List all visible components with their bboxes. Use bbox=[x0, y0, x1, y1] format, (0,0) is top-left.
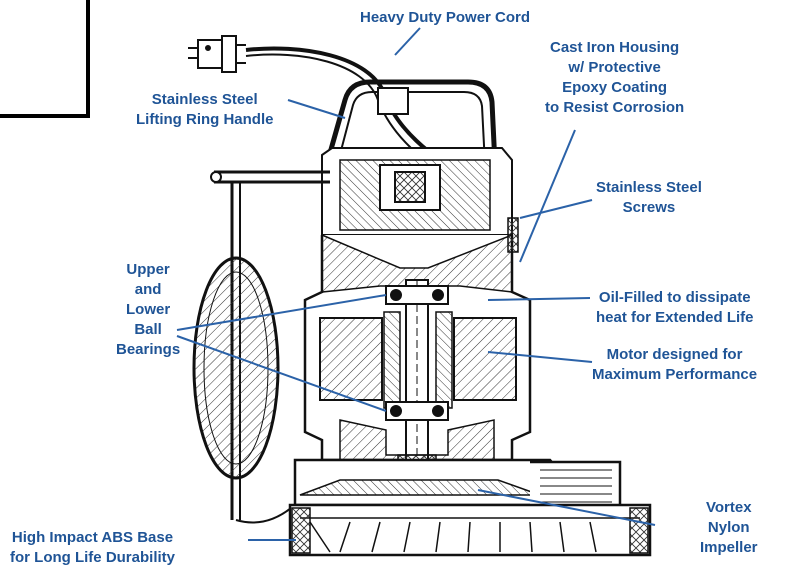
label-bearings: Upper and Lower Ball Bearings bbox=[116, 261, 181, 358]
label-power-cord: Heavy Duty Power Cord bbox=[360, 9, 531, 26]
housing-screw bbox=[507, 217, 519, 253]
label-handle: Stainless Steel Lifting Ring Handle bbox=[136, 91, 274, 128]
lifting-ring-handle bbox=[325, 79, 498, 166]
leader-impeller bbox=[477, 489, 656, 526]
motor-stator-left bbox=[319, 317, 383, 401]
leader-screws bbox=[519, 199, 593, 219]
leader-bearing-lower bbox=[176, 335, 387, 412]
leader-motor bbox=[487, 351, 593, 363]
label-motor: Motor designed for Maximum Performance bbox=[592, 346, 758, 383]
label-oil: Oil-Filled to dissipate heat for Extende… bbox=[596, 289, 754, 326]
lower-ball-bearing bbox=[385, 401, 449, 421]
leader-housing bbox=[519, 129, 576, 263]
leader-bearing-upper bbox=[176, 294, 387, 331]
leader-power-cord bbox=[394, 27, 421, 56]
power-plug bbox=[188, 35, 246, 73]
label-housing: Cast Iron Housing w/ Protective Epoxy Co… bbox=[545, 39, 685, 116]
label-screws: Stainless Steel Screws bbox=[596, 179, 702, 216]
leader-oil bbox=[487, 297, 591, 301]
label-base: High Impact ABS Base for Long Life Durab… bbox=[10, 529, 175, 566]
label-impeller: Vortex Nylon Impeller bbox=[700, 499, 758, 556]
impeller bbox=[299, 479, 541, 496]
upper-ball-bearing bbox=[385, 285, 449, 305]
float-switch bbox=[192, 170, 330, 524]
leader-handle bbox=[287, 99, 346, 119]
frame-corner-border bbox=[0, 0, 90, 118]
motor-stator-right bbox=[453, 317, 517, 401]
